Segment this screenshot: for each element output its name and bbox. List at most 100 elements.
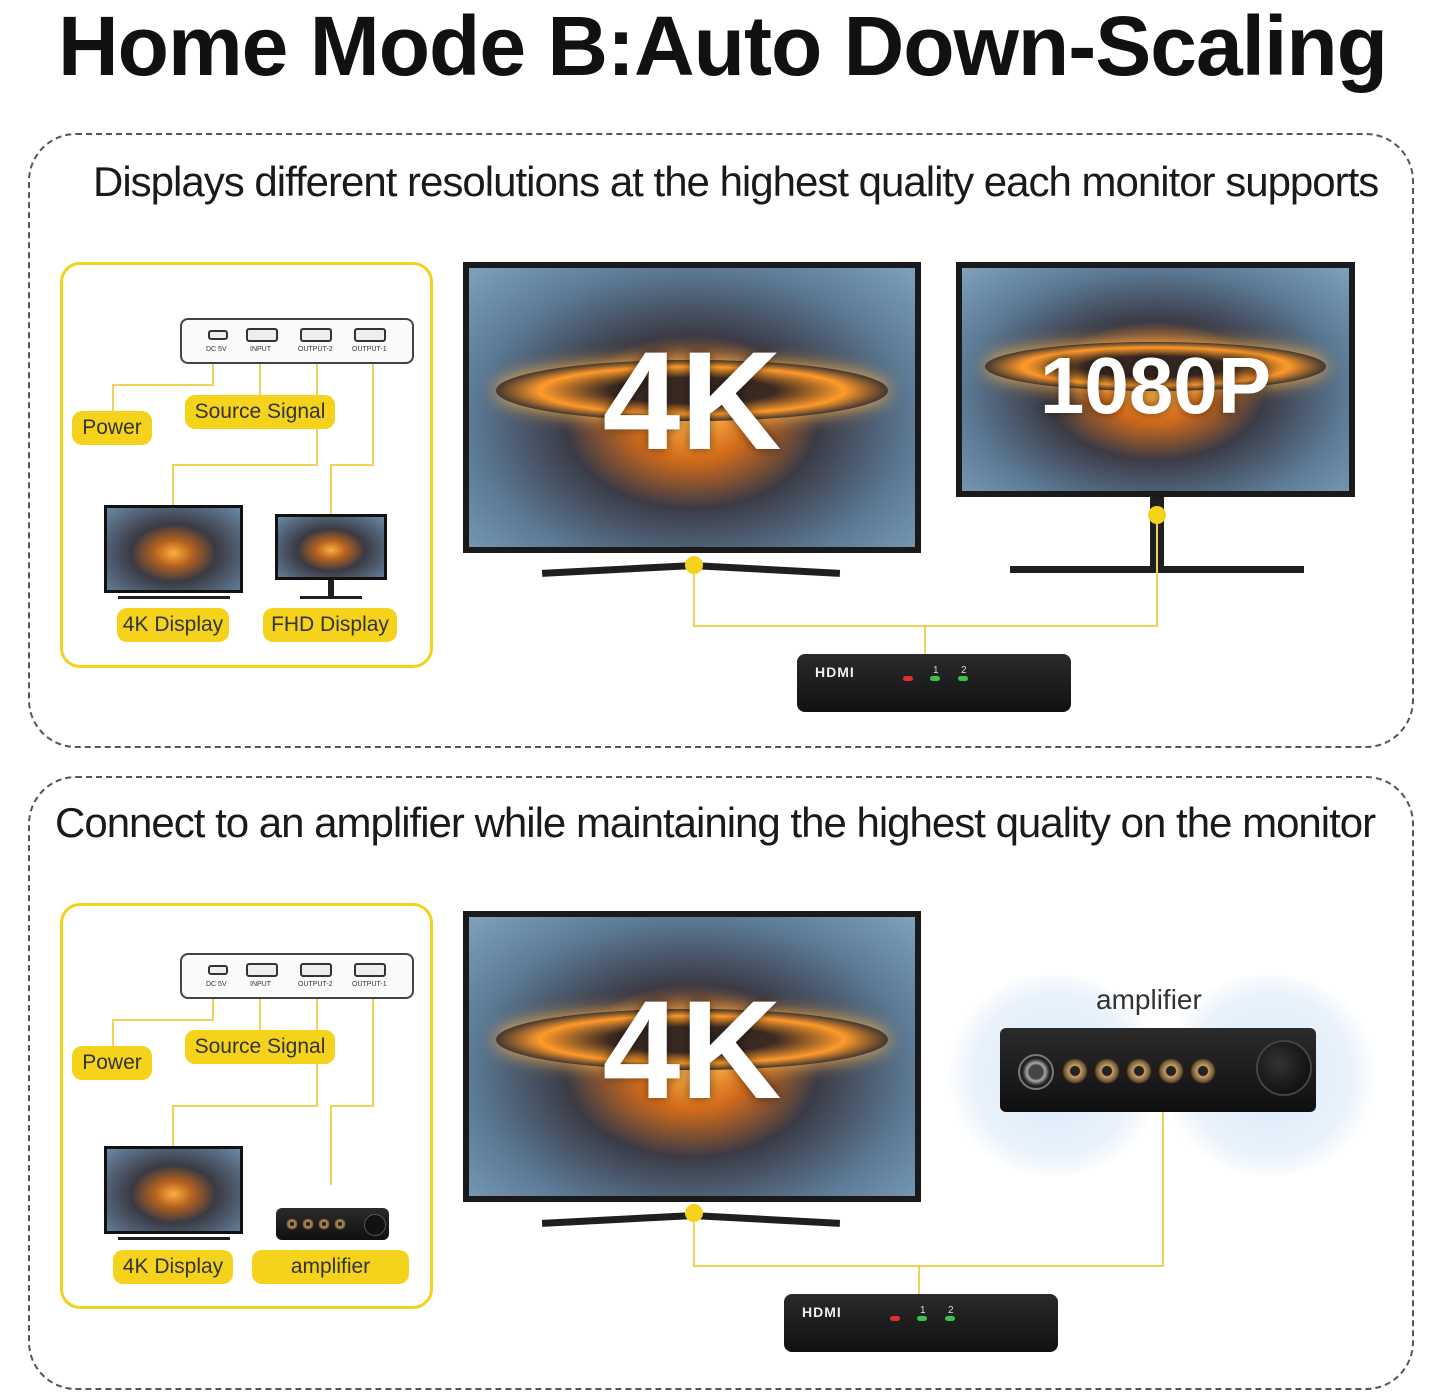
jack-icon: [302, 1218, 314, 1230]
jack-icon: [286, 1218, 298, 1230]
mini-4k-display: [104, 505, 243, 593]
led-label-2: 2: [961, 665, 967, 676]
panel-downscaling: [28, 133, 1414, 748]
connector-dot: [1148, 506, 1166, 524]
hdmi-logo: HDMI: [815, 664, 855, 680]
mini-4k-display: [104, 1146, 243, 1234]
port-label-output2: OUTPUT-2: [298, 346, 333, 353]
hdmi-logo: HDMI: [802, 1304, 842, 1320]
panel2-subtitle: Connect to an amplifier while maintainin…: [55, 799, 1376, 846]
mini-amplifier-image: [276, 1208, 389, 1240]
port-label-dc: DC 5V: [206, 981, 227, 988]
port-label-input: INPUT: [250, 346, 271, 353]
monitor-1080p-screen: 1080P: [956, 262, 1355, 497]
jack-icon: [1190, 1058, 1216, 1084]
4k-display-tag: 4K Display: [113, 1250, 233, 1284]
jack-icon: [1158, 1058, 1184, 1084]
wire: [372, 999, 374, 1107]
amplifier-image: [1000, 1028, 1316, 1112]
jack-icon: [318, 1218, 330, 1230]
hdmi-splitter-device: HDMI 1 2: [784, 1294, 1058, 1352]
wire: [172, 464, 318, 466]
led-label-1: 1: [933, 665, 939, 676]
output2-led: [958, 676, 968, 681]
connector-dot: [685, 1204, 703, 1222]
hdmi-output2-port-icon: [300, 328, 332, 342]
output1-led: [917, 1316, 927, 1321]
source-signal-tag: Source Signal: [185, 1030, 335, 1064]
switch-port-diagram: DC 5V INPUT OUTPUT-2 OUTPUT-1: [180, 953, 414, 999]
wire: [330, 464, 374, 466]
tv-4k-screen: 4K: [463, 262, 921, 553]
spaceship-image: [495, 360, 889, 422]
dc-port-icon: [208, 965, 228, 975]
power-tag: Power: [72, 1046, 152, 1080]
tv-resolution-label: 4K: [602, 971, 782, 1128]
led-label-2: 2: [948, 1305, 954, 1316]
xlr-jack-icon: [1018, 1054, 1054, 1090]
power-led: [903, 676, 913, 681]
tv-4k-screen: 4K: [463, 911, 921, 1202]
hdmi-output1-port-icon: [354, 963, 386, 977]
port-label-dc: DC 5V: [206, 346, 227, 353]
mini-monitor-stand: [328, 580, 334, 596]
wire: [330, 464, 332, 516]
hdmi-output1-port-icon: [354, 328, 386, 342]
cable: [1162, 1112, 1164, 1266]
wire: [259, 999, 261, 1033]
wire: [330, 1105, 332, 1185]
amplifier-tag: amplifier: [252, 1250, 409, 1284]
connector-dot: [685, 556, 703, 574]
wire: [172, 1105, 174, 1147]
page-title: Home Mode B:Auto Down-Scaling: [58, 0, 1388, 93]
wire: [172, 464, 174, 506]
wire: [212, 999, 214, 1021]
cable: [1156, 524, 1158, 626]
output1-led: [930, 676, 940, 681]
output2-led: [945, 1316, 955, 1321]
spaceship-image: [495, 1009, 889, 1071]
wire: [112, 384, 114, 414]
tv-resolution-label: 4K: [602, 322, 782, 479]
panel1-subtitle: Displays different resolutions at the hi…: [93, 158, 1379, 205]
wire: [112, 1019, 114, 1049]
hdmi-input-port-icon: [246, 328, 278, 342]
switch-port-diagram: DC 5V INPUT OUTPUT-2 OUTPUT-1: [180, 318, 414, 364]
jack-icon: [1126, 1058, 1152, 1084]
wire: [172, 1105, 318, 1107]
cable: [918, 1265, 920, 1295]
power-tag: Power: [72, 411, 152, 445]
source-signal-tag: Source Signal: [185, 395, 335, 429]
jack-icon: [1094, 1058, 1120, 1084]
mini-monitor-base: [300, 596, 362, 599]
wire: [330, 1105, 374, 1107]
4k-display-tag: 4K Display: [117, 608, 229, 642]
spaceship-image: [985, 341, 1326, 391]
monitor-resolution-label: 1080P: [1039, 341, 1272, 430]
mini-fhd-display: [275, 514, 387, 580]
volume-knob-icon: [364, 1214, 386, 1236]
port-label-output2: OUTPUT-2: [298, 981, 333, 988]
mini-tv-stand: [118, 596, 230, 599]
cable: [693, 1222, 695, 1266]
cable: [924, 625, 926, 655]
port-label-output1: OUTPUT-1: [352, 981, 387, 988]
volume-knob-icon: [1256, 1040, 1312, 1096]
wire: [372, 364, 374, 466]
wire: [112, 1019, 214, 1021]
mini-tv-stand: [118, 1237, 230, 1240]
port-label-output1: OUTPUT-1: [352, 346, 387, 353]
cable: [693, 1265, 1164, 1267]
jack-icon: [334, 1218, 346, 1230]
led-label-1: 1: [920, 1305, 926, 1316]
wire: [212, 364, 214, 386]
power-led: [890, 1316, 900, 1321]
hdmi-input-port-icon: [246, 963, 278, 977]
amplifier-label: amplifier: [1096, 984, 1202, 1015]
jack-icon: [1062, 1058, 1088, 1084]
wire: [112, 384, 214, 386]
hdmi-splitter-device: HDMI 1 2: [797, 654, 1071, 712]
port-label-input: INPUT: [250, 981, 271, 988]
cable: [693, 574, 695, 626]
wire: [259, 364, 261, 398]
